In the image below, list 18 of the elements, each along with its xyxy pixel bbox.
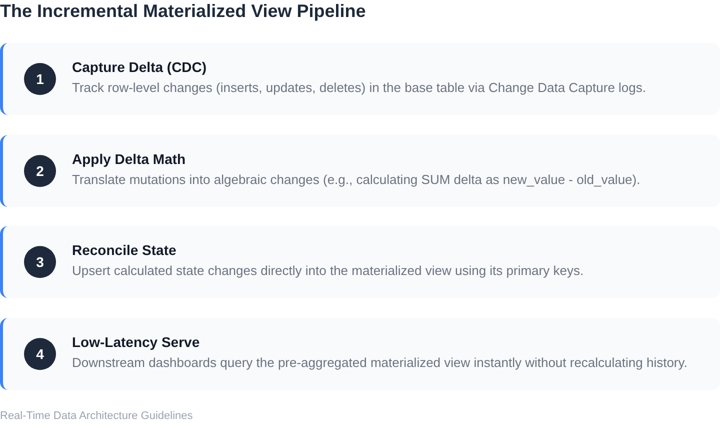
step-number: 4 (24, 338, 56, 370)
step-card (0, 43, 720, 115)
step-title: Apply Delta Math (72, 150, 187, 168)
step-title: Reconcile State (72, 241, 178, 259)
footer-note: Real-Time Data Architecture Guidelines (0, 409, 193, 423)
step-description: Translate mutations into algebraic changes (e.g., calculating SUM delta as new_value - old_value). (72, 172, 642, 188)
step-title: Low-Latency Serve (72, 333, 201, 351)
step-number: 2 (24, 155, 56, 187)
step-description: Track row-level changes (inserts, updates, deletes) in the base table via Change Data Capture logs. (72, 80, 647, 96)
step-description: Upsert calculated state changes directly into the materialized view using its primary keys. (72, 263, 585, 279)
step-description: Downstream dashboards query the pre-aggregated materialized view instantly without recalculating history. (72, 355, 688, 371)
step-number: 1 (24, 63, 56, 95)
step-card (0, 318, 720, 390)
diagram-title: The Incremental Materialized View Pipeline (0, 0, 366, 22)
step-title: Capture Delta (CDC) (72, 58, 208, 76)
step-number: 3 (24, 246, 56, 278)
step-card (0, 135, 720, 207)
step-card (0, 226, 720, 298)
